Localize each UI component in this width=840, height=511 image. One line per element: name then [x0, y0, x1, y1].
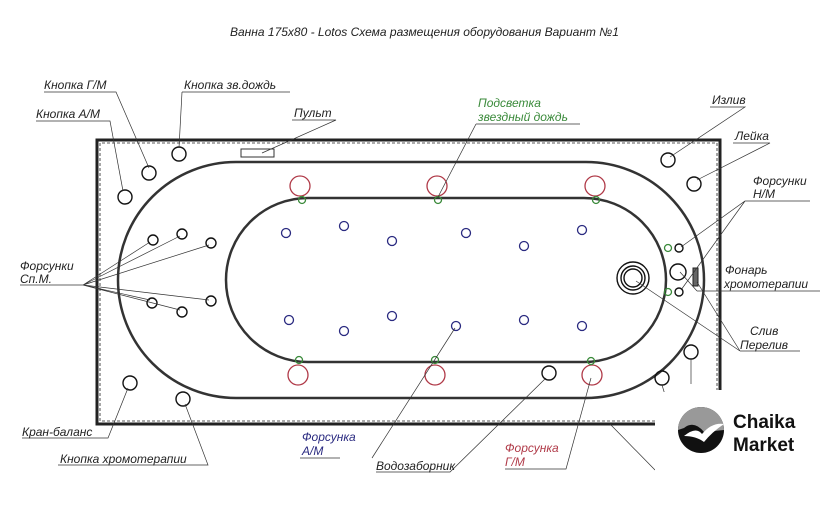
label-drain-1: Слив [750, 324, 778, 338]
label-star-light-1: Подсветка [478, 96, 541, 110]
label-gm-jet-2: Г/М [505, 455, 525, 469]
chromo-lamp-icon [669, 263, 687, 281]
equipment-icon [654, 370, 670, 386]
label-star-light-2: звездный дождь [477, 110, 568, 124]
label-button-gm: Кнопка Г/М [44, 78, 106, 92]
equipment [117, 146, 702, 407]
tub-rim [116, 160, 706, 400]
label-am-jet-1: Форсунка [302, 430, 356, 444]
nm-jet-icon [674, 287, 684, 297]
gm-jets [287, 175, 606, 386]
label-shower: Лейка [734, 129, 769, 143]
chaika-market-logo: Chaika Market [655, 392, 840, 472]
label-gm-jet-1: Форсунка [505, 441, 559, 455]
sp-jet-icon [147, 234, 159, 246]
label-chromo-button: Кнопка хромотерапии [60, 452, 187, 466]
labels: Кнопка Г/М Кнопка А/М Кнопка зв.дождь Пу… [20, 78, 808, 473]
shower-icon [686, 176, 702, 192]
button-am-icon [117, 189, 133, 205]
label-intake: Водозаборник [376, 459, 456, 473]
button-gm-icon [141, 165, 157, 181]
label-spout: Излив [712, 93, 746, 107]
leader-lines [20, 91, 820, 473]
sp-jet-icon [205, 295, 217, 307]
diagram-title: Ванна 175х80 - Lotos Схема размещения об… [230, 25, 619, 39]
label-mixer: Кран-баланс [22, 425, 92, 439]
sp-jet-icon [205, 237, 217, 249]
chromo-button-icon [175, 391, 191, 407]
spout-icon [660, 152, 676, 168]
remote-panel [240, 148, 275, 158]
label-sp-jets-2: Сп.М. [20, 272, 52, 286]
label-am-jet-2: А/М [301, 444, 323, 458]
sp-jet-icon [176, 306, 188, 318]
sp-jet-icon [176, 228, 188, 240]
label-chromo-lamp-2: хромотерапии [723, 277, 808, 291]
button-rain-icon [171, 146, 187, 162]
mixer-icon [122, 375, 138, 391]
label-drain-2: Перелив [740, 338, 788, 352]
label-chromo-lamp-1: Фонарь [725, 263, 767, 277]
tub-bowl [224, 196, 668, 364]
overflow-icon [692, 267, 699, 287]
label-remote: Пульт [294, 106, 332, 120]
am-jets [280, 220, 588, 337]
label-button-am: Кнопка А/М [36, 107, 100, 121]
equipment-icon [683, 344, 699, 360]
tub-frame [95, 138, 722, 426]
drain-icon [616, 261, 650, 295]
sp-jet-icon [146, 297, 158, 309]
label-nm-jets-1: Форсунки [753, 174, 807, 188]
intake-icon [541, 365, 557, 381]
star-lights [294, 195, 673, 366]
nm-jet-icon [674, 243, 684, 253]
logo-line2: Market [733, 435, 795, 456]
label-button-rain: Кнопка зв.дождь [184, 78, 276, 92]
logo-line1: Chaika [733, 412, 796, 433]
label-sp-jets-1: Форсунки [20, 259, 74, 273]
label-nm-jets-2: Н/М [753, 187, 775, 201]
